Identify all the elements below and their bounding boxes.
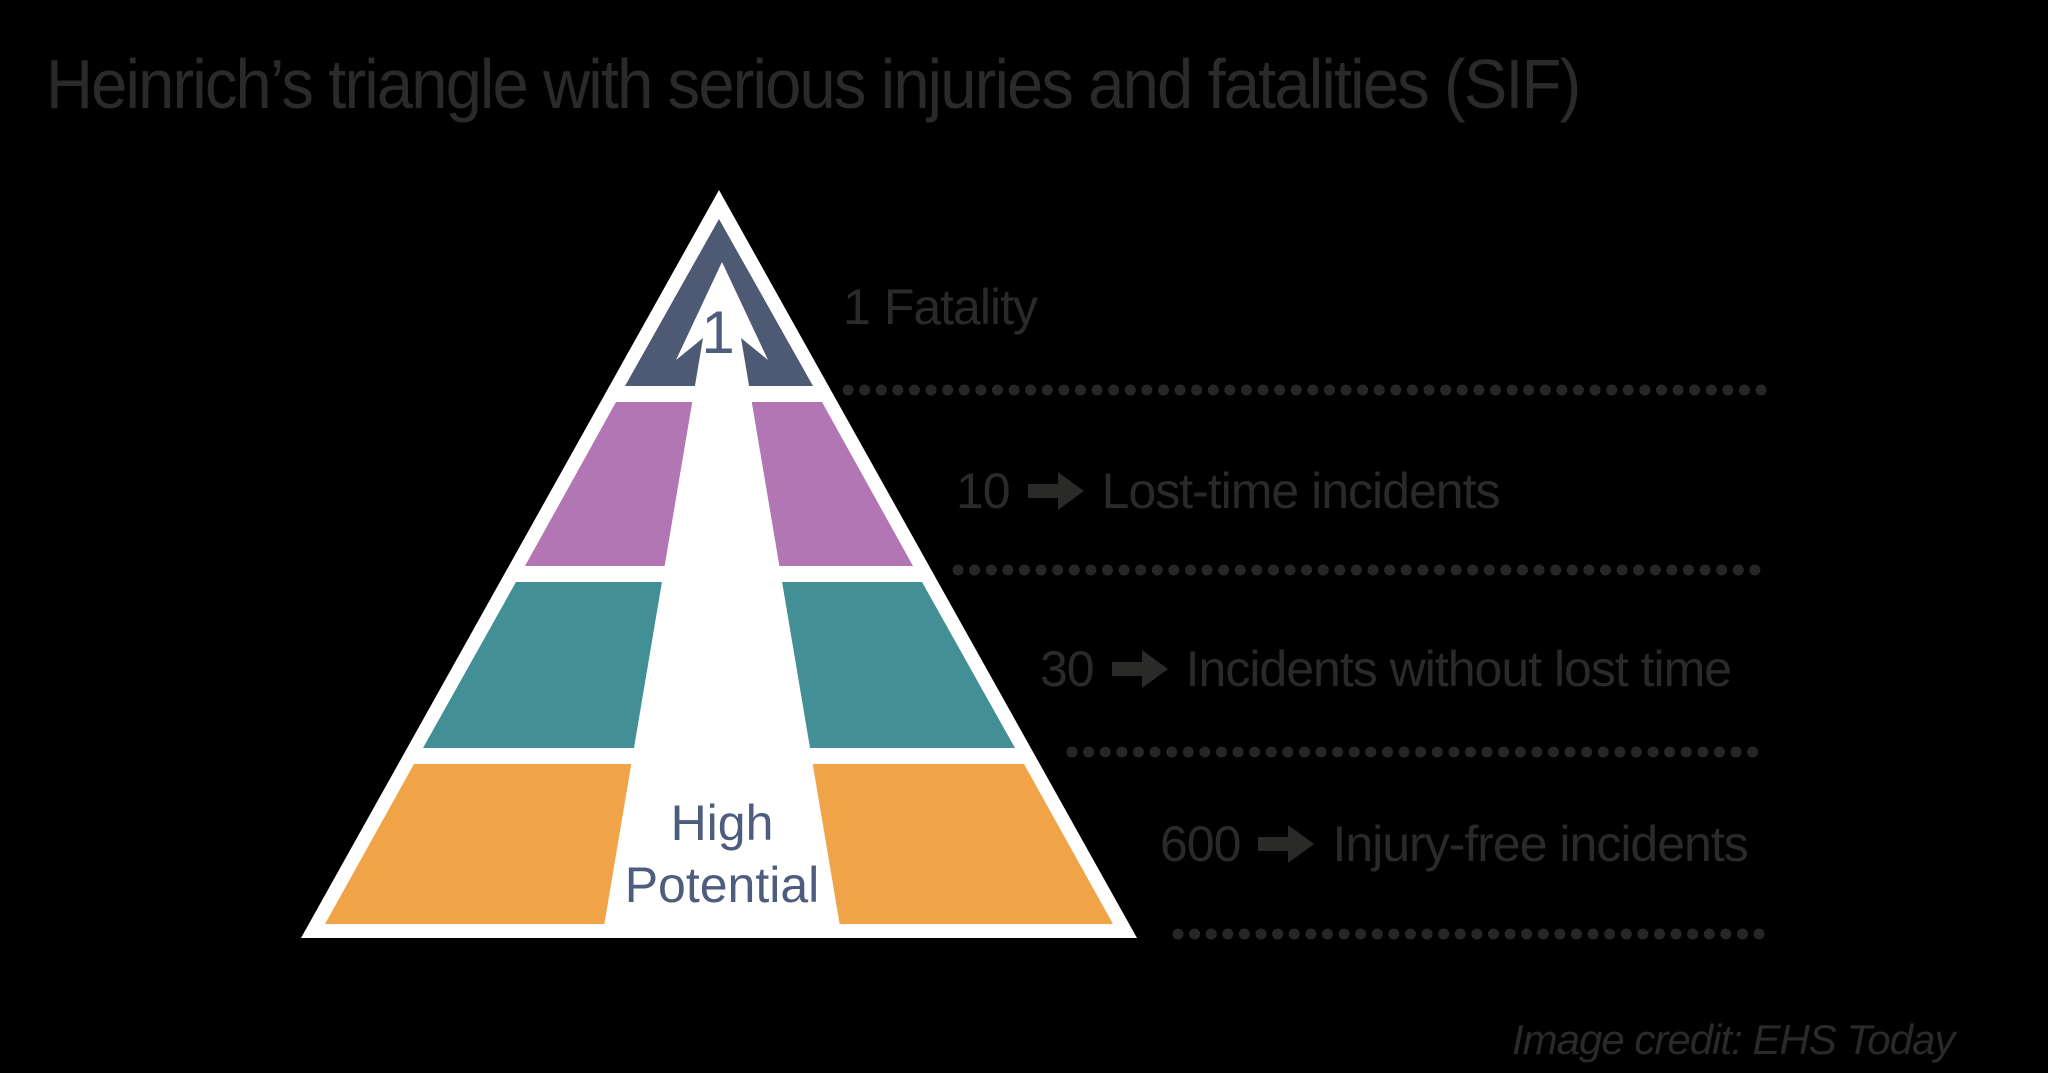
row-number: 1 [843,279,871,335]
row-text: Incidents without lost time [1185,641,1732,697]
label-row-lost-time: 10 Lost-time incidents [956,462,1501,520]
row-number: 600 [1160,816,1241,872]
label-row-no-lost-time: 30 Incidents without lost time [1040,640,1732,698]
row-text: Fatality [883,279,1038,335]
right-arrow-icon [1258,825,1315,863]
row-text: Lost-time incidents [1101,463,1501,519]
row-text: Injury-free incidents [1332,816,1748,872]
right-arrow-icon [1111,650,1168,688]
label-row-fatality: 1 Fatality [843,278,1038,336]
image-credit: Image credit: EHS Today [1512,1016,1955,1063]
arrow-digit: 1 [701,299,735,366]
high-potential-line2: Potential [624,857,820,913]
high-potential-line1: High [670,795,774,851]
up-arrow-icon [602,262,842,938]
right-arrow-icon [1027,472,1084,510]
row-number: 10 [956,463,1011,519]
label-row-injury-free: 600 Injury-free incidents [1160,815,1749,873]
high-potential-label: High Potential [562,792,882,916]
page-title: Heinrich’s triangle with serious injurie… [46,45,1581,123]
row-number: 30 [1040,641,1095,697]
